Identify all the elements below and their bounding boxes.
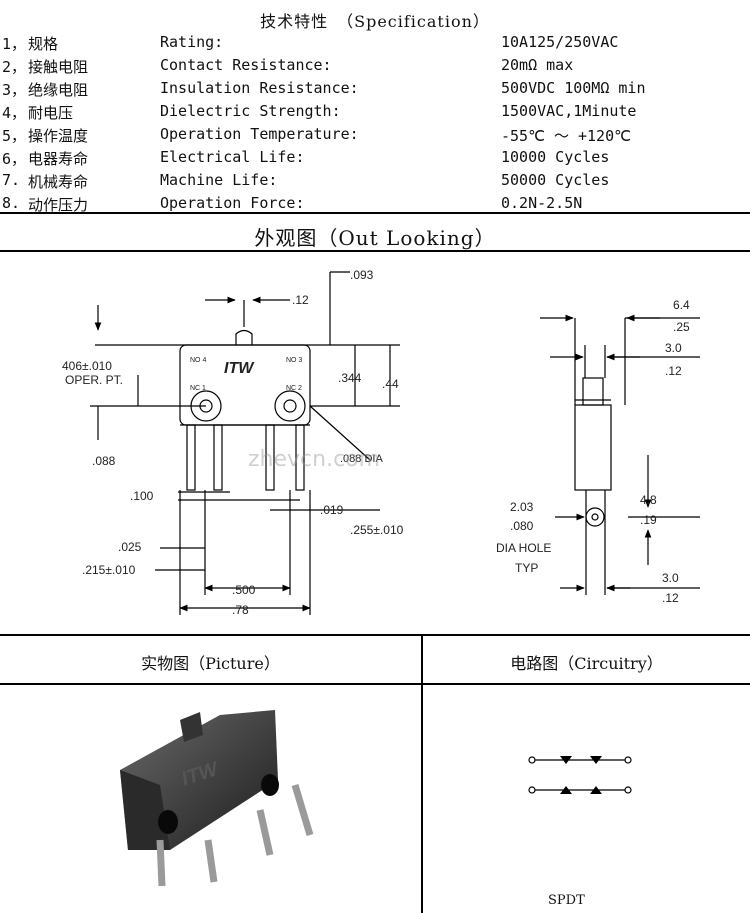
- dim-oper-pt: OPER. PT.: [65, 373, 123, 387]
- spec-row-label: 3，: [2, 81, 27, 99]
- dim-25: .25: [673, 320, 690, 334]
- circuitry-title: 电路图（Circuitry）: [510, 654, 663, 673]
- dim-100: .100: [130, 489, 154, 503]
- spec-row-en: Machine Life:: [160, 171, 278, 189]
- spec-title: 技术特性 （Specification）: [260, 12, 490, 31]
- itw-logo: ITW: [224, 360, 255, 377]
- spec-row-label: 7.: [2, 171, 21, 189]
- spec-row-label: 5，: [2, 127, 27, 145]
- spec-row: 4，耐电压 Dielectric Strength: 1500VAC,1Minute: [0, 102, 750, 125]
- spec-row-en: Contact Resistance:: [160, 56, 332, 74]
- spec-row-value: 20mΩ max: [501, 56, 574, 74]
- spec-row-en: Insulation Resistance:: [160, 79, 359, 97]
- outline-title: 外观图（Out Looking）: [254, 226, 496, 250]
- side-body: [574, 404, 612, 491]
- spec-row: 7. 机械寿命 Machine Life: 50000 Cycles: [0, 171, 750, 194]
- divider: [0, 634, 750, 636]
- divider-vertical: [421, 634, 423, 913]
- switch-photo: ITW: [120, 710, 314, 887]
- spec-row-label: 4，: [2, 104, 27, 122]
- dim-4-8: 4.8: [640, 493, 657, 507]
- dim-406: 406±.010: [62, 359, 112, 373]
- dim-255: .255±.010: [350, 523, 404, 537]
- dim-6-4: 6.4: [673, 298, 690, 312]
- spec-row-label: 6，: [2, 150, 27, 168]
- spec-row-value: 1500VAC,1Minute: [501, 102, 637, 120]
- dim-44: .44: [382, 377, 399, 391]
- dim-080: .080: [510, 519, 534, 533]
- spec-row-en: Operation Temperature:: [160, 125, 359, 143]
- spec-row-value: 50000 Cycles: [501, 171, 610, 189]
- label-nc1: NC 1: [190, 385, 206, 392]
- divider: [0, 250, 750, 252]
- picture-title: 实物图（Picture）: [141, 654, 280, 673]
- dim-344: .344: [338, 371, 362, 385]
- label-nc2: NC 2: [286, 385, 302, 392]
- spec-row-cn: 耐电压: [28, 104, 74, 122]
- spec-row-en: Operation Force:: [160, 194, 305, 212]
- spec-row-cn: 绝缘电阻: [28, 81, 89, 99]
- dim-019: .019: [320, 503, 344, 517]
- dim-78: .78: [232, 603, 249, 617]
- actuator: [235, 329, 253, 345]
- spec-row-value: 10A125/250VAC: [501, 33, 619, 51]
- spec-row-cn: 规格: [28, 35, 59, 53]
- outline-drawing: .093 .12 406±.010 OPER. PT. .344 .44 .08…: [62, 268, 700, 617]
- spec-row: 8. 动作压力 Operation Force: 0.2N-2.5N: [0, 194, 750, 217]
- dim-dia-hole: DIA HOLE: [496, 541, 551, 555]
- circuit-caption: SPDT: [548, 893, 585, 908]
- divider: [0, 683, 750, 685]
- spec-row-cn: 机械寿命: [28, 173, 89, 191]
- spec-row-cn: 接触电阻: [28, 58, 89, 76]
- divider: [0, 212, 750, 214]
- dim-088-dia: .088 DIA: [340, 453, 383, 465]
- spec-row: 3，绝缘电阻 Insulation Resistance: 500VDC 100MΩ…: [0, 79, 750, 102]
- dim-12b: .12: [665, 364, 682, 378]
- spec-row-value: -55℃ ～ +120℃: [501, 127, 631, 145]
- spec-row-label: 1，: [2, 35, 27, 53]
- spec-row-value: 500VDC 100MΩ min: [501, 79, 646, 97]
- spec-row-en: Electrical Life:: [160, 148, 305, 166]
- dim-025: .025: [118, 540, 142, 554]
- side-actuator: [582, 377, 604, 406]
- circuit-diagram: [528, 756, 632, 794]
- dim-12c: .12: [662, 591, 679, 605]
- dim-19: .19: [640, 513, 657, 527]
- spec-row-cn: 操作温度: [28, 127, 89, 145]
- spec-row-label: 2，: [2, 58, 27, 76]
- dim-215: .215±.010: [82, 563, 136, 577]
- spec-row-en: Dielectric Strength:: [160, 102, 341, 120]
- watermark: zhevcn.com: [248, 447, 381, 472]
- spec-row: 6，电器寿命 Electrical Life: 10000 Cycles: [0, 148, 750, 171]
- dim-3-0b: 3.0: [662, 571, 679, 585]
- dim-093: .093: [350, 268, 374, 282]
- spec-row: 2，接触电阻 Contact Resistance: 20mΩ max: [0, 56, 750, 79]
- spec-row-value: 10000 Cycles: [501, 148, 610, 166]
- dim-088: .088: [92, 454, 116, 468]
- spec-row-label: 8.: [2, 194, 21, 212]
- label-no3: NO 3: [286, 357, 302, 364]
- dim-3-0: 3.0: [665, 341, 682, 355]
- dim-typ: TYP: [515, 561, 538, 575]
- label-no4: NO 4: [190, 357, 206, 364]
- dim-2-03: 2.03: [510, 500, 534, 514]
- spec-row: 1，规格 Rating: 10A125/250VAC: [0, 33, 750, 56]
- spec-row-value: 0.2N-2.5N: [501, 194, 583, 212]
- dim-12: .12: [292, 293, 309, 307]
- spec-row-en: Rating:: [160, 33, 224, 51]
- spec-row-cn: 动作压力: [28, 196, 89, 214]
- spec-row-cn: 电器寿命: [28, 150, 89, 168]
- spec-row: 5，操作温度 Operation Temperature: -55℃ ～ +120℃: [0, 125, 750, 148]
- dim-500: .500: [232, 583, 256, 597]
